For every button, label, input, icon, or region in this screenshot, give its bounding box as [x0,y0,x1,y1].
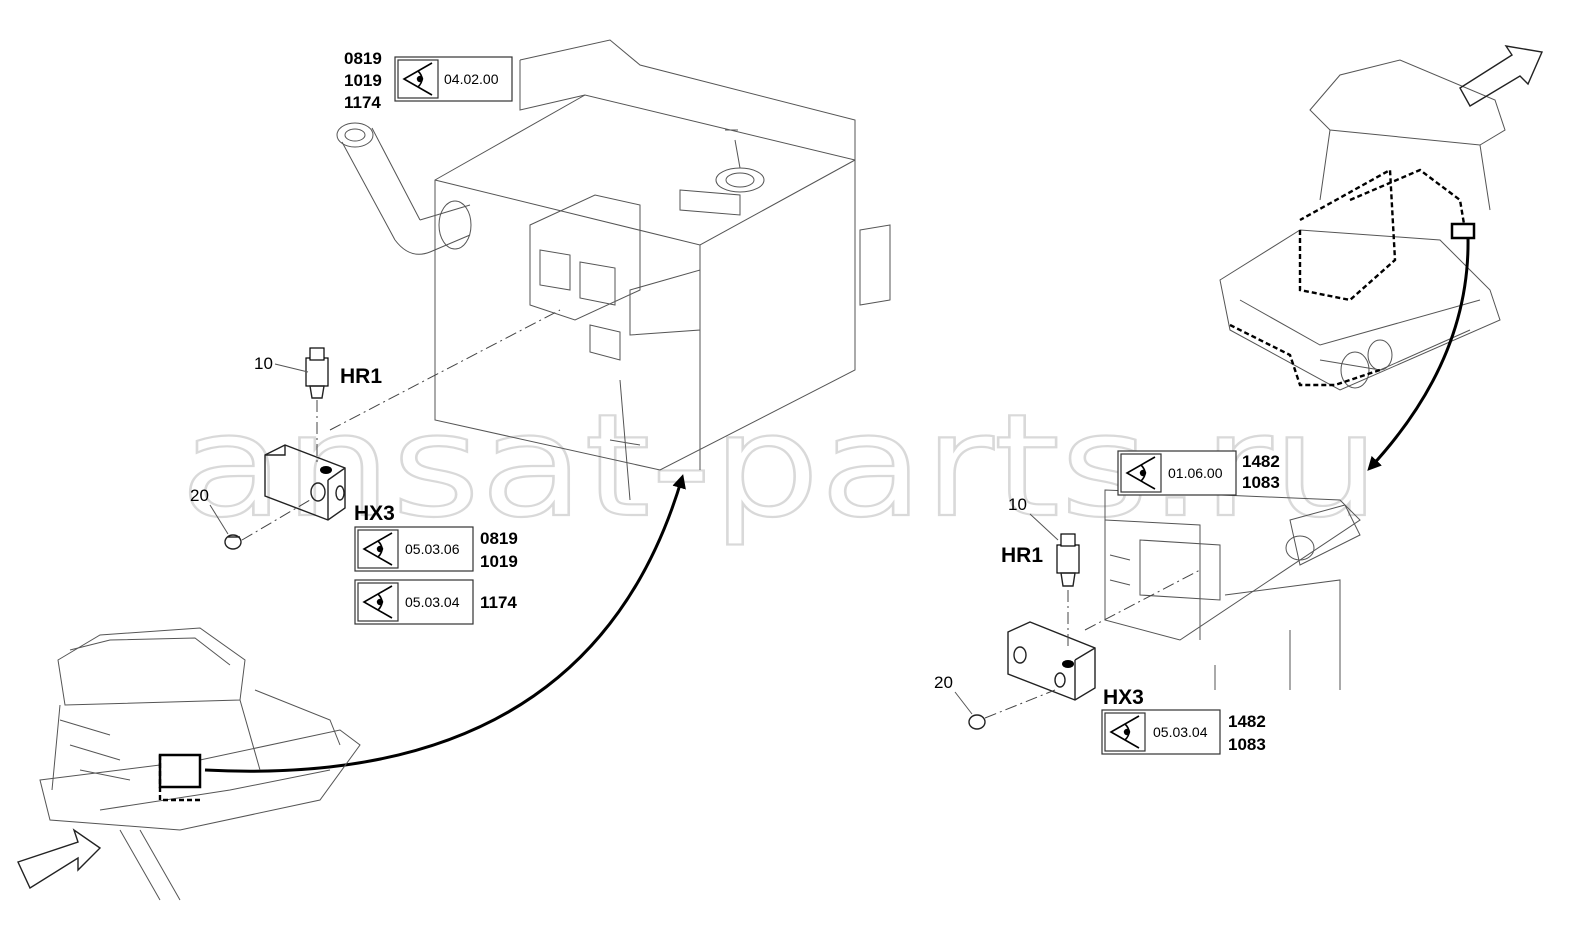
tank-assembly-drawing [336,39,891,501]
pressure-switch-right [1056,533,1080,587]
arrow-outline-icon [1459,45,1544,107]
paver-machine-drawing-right [1219,59,1506,391]
serial-number: 0819 [344,49,382,68]
reference-box-05-03-04-right[interactable]: 05.03.04 1482 1083 [1101,709,1266,755]
serial-number: 0819 [480,529,518,548]
serial-number: 1174 [480,593,517,612]
valve-block-left [264,444,346,521]
bolt-right [968,714,986,730]
paver-machine-drawing-left [39,627,361,901]
reference-code: 05.03.04 [1153,724,1208,740]
bolt-left [224,534,242,550]
reference-box-04-02-00[interactable]: 0819 1019 1174 04.02.00 [344,49,513,112]
reference-code: 05.03.04 [405,594,460,610]
serial-number: 1019 [344,71,382,90]
link-arrow-left [204,474,686,773]
reference-code: 01.06.00 [1168,465,1223,481]
serial-number: 1482 [1228,712,1266,731]
pressure-switch-left [305,347,329,399]
link-arrow-right [1367,237,1470,471]
frame-drawing [1104,489,1361,690]
position-number-20-left: 20 [190,486,209,505]
callout-hx3-right: HX3 [1103,686,1144,709]
reference-box-05-03-06[interactable]: 05.03.06 0819 1019 [354,526,518,572]
position-number-10-right: 10 [1008,495,1027,514]
arrow-outline-icon [17,828,102,890]
serial-number: 1019 [480,552,518,571]
reference-box-05-03-04-left[interactable]: 05.03.04 1174 [354,579,517,625]
serial-number: 1083 [1228,735,1266,754]
position-number-10-left: 10 [254,354,273,373]
reference-code: 04.02.00 [444,71,499,87]
position-number-20-right: 20 [934,673,953,692]
serial-number: 1083 [1242,473,1280,492]
valve-block-right [1007,621,1096,701]
serial-number: 1174 [344,93,381,112]
serial-number: 1482 [1242,452,1280,471]
callout-hx3-left: HX3 [354,502,395,525]
reference-box-01-06-00[interactable]: 01.06.00 1482 1083 [1117,450,1280,496]
reference-code: 05.03.06 [405,541,460,557]
callout-hr1-right: HR1 [1001,544,1043,567]
callout-hr1-left: HR1 [340,365,382,388]
